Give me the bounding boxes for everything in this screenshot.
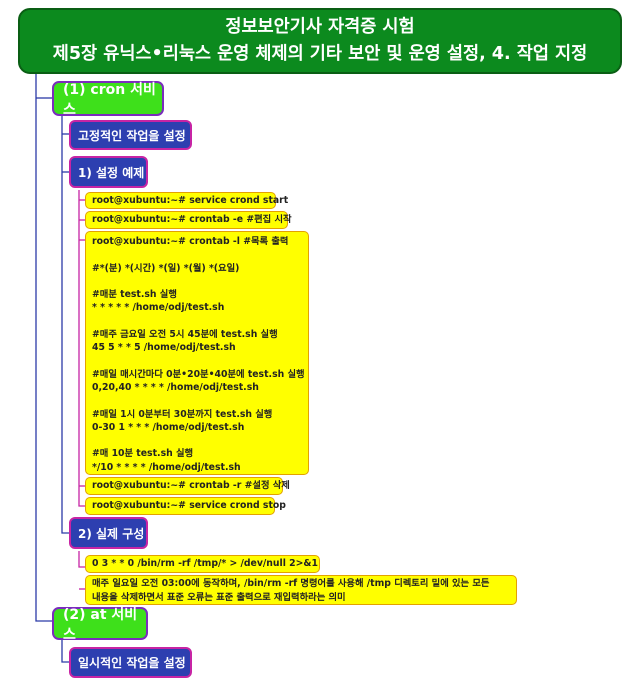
listing-gap bbox=[92, 275, 302, 288]
title-line-1: 정보보안기사 자격증 시험 bbox=[225, 17, 415, 37]
leaf-cmd-remove-text: root@xubuntu:~# crontab -r #설정 삭제 bbox=[92, 480, 290, 491]
listing-gap bbox=[92, 434, 302, 447]
listing-line: #*(분) *(시간) *(일) *(월) *(요일) bbox=[92, 262, 240, 274]
node-real-config-label: 2) 실제 구성 bbox=[78, 526, 145, 541]
listing-gap bbox=[92, 315, 302, 328]
leaf-real-desc[interactable]: 매주 일요일 오전 03:00에 동작하며, /bin/rm -rf 명령어를 … bbox=[85, 575, 517, 605]
leaf-cmd-edit-text: root@xubuntu:~# crontab -e #편집 시작 bbox=[92, 214, 292, 225]
listing-line: 0-30 1 * * * /home/odj/test.sh bbox=[92, 421, 245, 433]
node-temp-task-label: 일시적인 작업을 설정 bbox=[78, 656, 186, 670]
node-temp-task[interactable]: 일시적인 작업을 설정 bbox=[69, 647, 192, 678]
node-at-service[interactable]: (2) at 서비스 bbox=[52, 607, 148, 643]
node-fixed-task-label: 고정적인 작업을 설정 bbox=[78, 128, 186, 143]
leaf-cmd-edit[interactable]: root@xubuntu:~# crontab -e #편집 시작 bbox=[85, 211, 292, 229]
listing-line: #매일 매시간마다 0분•20분•40분에 test.sh 실행 bbox=[92, 368, 305, 380]
listing-gap bbox=[92, 248, 302, 261]
leaf-cmd-start-text: root@xubuntu:~# service crond start bbox=[92, 194, 289, 206]
listing-line: 45 5 * * 5 /home/odj/test.sh bbox=[92, 342, 236, 354]
node-fixed-task[interactable]: 고정적인 작업을 설정 bbox=[69, 120, 192, 150]
leaf-crontab-listing[interactable]: root@xubuntu:~# crontab -l #목록 출력 #*(분) … bbox=[85, 231, 309, 475]
page-title: 정보보안기사 자격증 시험 제5장 유닉스•리눅스 운영 체제의 기타 보안 및… bbox=[18, 8, 622, 74]
node-cron-service[interactable]: (1) cron 서비스 bbox=[52, 81, 164, 118]
listing-line: */10 * * * * /home/odj/test.sh bbox=[92, 461, 241, 473]
listing-gap bbox=[92, 394, 302, 407]
node-at-service-label: (2) at 서비스 bbox=[63, 606, 138, 643]
leaf-real-cmd[interactable]: 0 3 * * 0 /bin/rm -rf /tmp/* > /dev/null… bbox=[85, 555, 320, 573]
listing-gap bbox=[92, 354, 302, 367]
node-setting-example-label: 1) 설정 예제 bbox=[78, 165, 145, 180]
listing-line: #매주 금요일 오전 5시 45분에 test.sh 실행 bbox=[92, 328, 278, 340]
listing-line: #매일 1시 0분부터 30분까지 test.sh 실행 bbox=[92, 408, 273, 420]
leaf-cmd-remove[interactable]: root@xubuntu:~# crontab -r #설정 삭제 bbox=[85, 477, 290, 495]
listing-line: * * * * * /home/odj/test.sh bbox=[92, 302, 225, 314]
node-real-config[interactable]: 2) 실제 구성 bbox=[69, 517, 148, 549]
leaf-cmd-stop-text: root@xubuntu:~# service crond stop bbox=[92, 500, 286, 511]
listing-line: root@xubuntu:~# crontab -l #목록 출력 bbox=[92, 236, 289, 247]
title-line-2: 제5장 유닉스•리눅스 운영 체제의 기타 보안 및 운영 설정, 4. 작업 … bbox=[52, 44, 588, 64]
node-setting-example[interactable]: 1) 설정 예제 bbox=[69, 156, 148, 188]
listing-line: #매분 test.sh 실행 bbox=[92, 289, 177, 301]
leaf-real-desc-line-1: 매주 일요일 오전 03:00에 동작하며, /bin/rm -rf 명령어를 … bbox=[92, 578, 490, 589]
listing-line: #매 10분 test.sh 실행 bbox=[92, 448, 194, 460]
listing-line: 0,20,40 * * * * /home/odj/test.sh bbox=[92, 381, 259, 393]
leaf-cmd-start[interactable]: root@xubuntu:~# service crond start bbox=[85, 192, 288, 209]
leaf-real-cmd-text: 0 3 * * 0 /bin/rm -rf /tmp/* > /dev/null… bbox=[92, 558, 318, 569]
leaf-cmd-stop[interactable]: root@xubuntu:~# service crond stop bbox=[85, 497, 286, 515]
leaf-real-desc-line-2: 내용을 삭제하면서 표준 오류는 표준 출력으로 재입력하라는 의미 bbox=[92, 592, 346, 603]
node-cron-service-label: (1) cron 서비스 bbox=[63, 81, 156, 118]
